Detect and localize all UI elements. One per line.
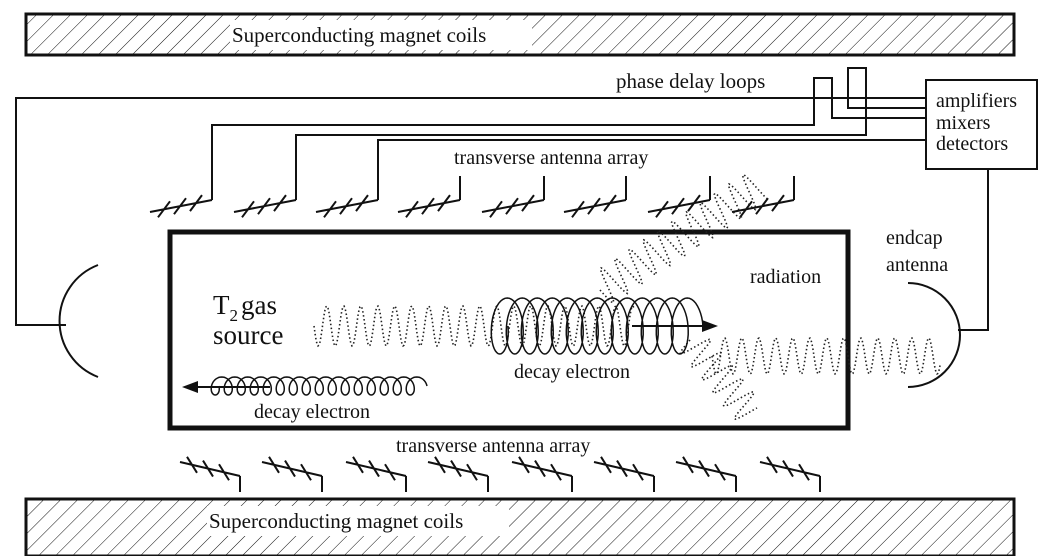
antenna-element-bottom bbox=[179, 456, 241, 492]
gas-cell bbox=[167, 229, 851, 431]
antenna-element-top bbox=[563, 176, 627, 218]
antenna-element-bottom bbox=[759, 456, 821, 492]
decay-electron-center-label: decay electron bbox=[514, 361, 630, 383]
antenna-element-top bbox=[481, 176, 545, 218]
antenna-element-bottom bbox=[345, 456, 407, 492]
radiation-wave-up bbox=[599, 173, 769, 304]
magnet-coil-top-label: Superconducting magnet coils bbox=[232, 23, 486, 47]
antenna-array-top-label: transverse antenna array bbox=[454, 147, 648, 169]
source-label: source bbox=[213, 320, 283, 350]
electron-direction-arrow-right bbox=[632, 320, 718, 332]
phase-delay-loops-label: phase delay loops bbox=[616, 69, 765, 93]
antenna-array-bottom-label: transverse antenna array bbox=[396, 435, 590, 457]
radiation-wave-to-endcap bbox=[711, 336, 941, 376]
decay-electron-left-label: decay electron bbox=[254, 401, 370, 423]
endcap-antenna-left bbox=[58, 264, 99, 378]
antenna-element-top bbox=[647, 176, 711, 218]
magnet-coil-bottom bbox=[24, 497, 1016, 556]
electronics-box bbox=[925, 79, 1038, 170]
antenna-element-top bbox=[397, 176, 461, 218]
cyclotron-radiation-wave bbox=[313, 304, 635, 348]
antenna-element-top bbox=[149, 176, 213, 218]
radiation-wave-down bbox=[679, 338, 758, 421]
amplifiers-label: amplifiers bbox=[936, 90, 1017, 112]
radiation-label: radiation bbox=[750, 266, 821, 288]
magnet-coil-bottom-label: Superconducting magnet coils bbox=[209, 509, 463, 533]
antenna-element-bottom bbox=[511, 456, 573, 492]
antenna-element-top bbox=[233, 176, 297, 218]
antenna-element-top bbox=[731, 176, 795, 218]
transverse-antenna-array-bottom bbox=[179, 456, 821, 492]
electron-direction-arrow-left bbox=[182, 381, 270, 393]
antenna-element-top bbox=[315, 176, 379, 218]
endcap-label: endcap bbox=[886, 227, 943, 249]
antenna-element-bottom bbox=[675, 456, 737, 492]
antenna-element-bottom bbox=[593, 456, 655, 492]
endcap-antenna-right bbox=[907, 282, 961, 388]
antenna-element-bottom bbox=[261, 456, 323, 492]
antenna-element-bottom bbox=[427, 456, 489, 492]
detectors-label: detectors bbox=[936, 133, 1008, 155]
antenna-label: antenna bbox=[886, 254, 948, 276]
mixers-label: mixers bbox=[936, 112, 991, 134]
signal-wires bbox=[15, 67, 989, 331]
decay-electron-spiral-left bbox=[210, 376, 428, 396]
decay-electron-spiral-center bbox=[490, 297, 704, 355]
transverse-antenna-array-top bbox=[149, 176, 795, 218]
